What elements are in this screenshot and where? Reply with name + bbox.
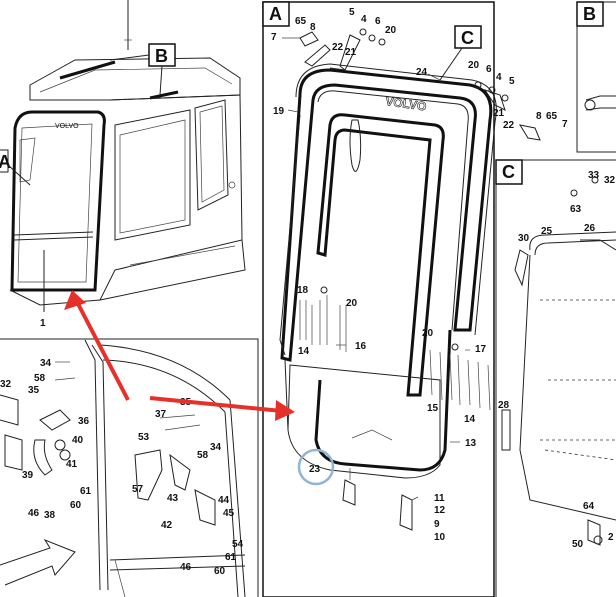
label-pa-20b: 20: [468, 60, 480, 71]
panel-c-tab: [495, 159, 523, 185]
label-bl-57: 57: [132, 484, 144, 495]
label-bl-58b: 58: [197, 450, 209, 461]
panel-a-letter: A: [269, 4, 282, 24]
label-bl-34b: 34: [210, 442, 222, 453]
label-pa-23: 23: [309, 464, 321, 475]
panel-c-letter: C: [502, 162, 515, 182]
label-pc-2: 2: [608, 532, 614, 543]
label-pa-13: 13: [465, 438, 477, 449]
label-bl-54: 54: [232, 539, 244, 550]
red-arrows: [64, 290, 295, 421]
label-bl-46a: 46: [28, 508, 40, 519]
label-bl-60a: 60: [70, 500, 82, 511]
label-bl-53: 53: [138, 432, 150, 443]
label-pa-20d: 20: [422, 328, 434, 339]
label-bl-45: 45: [223, 508, 235, 519]
label-bl-32: 32: [0, 379, 12, 390]
red-arrow-to-panel-a: [149, 396, 283, 413]
label-pa-21: 21: [345, 47, 357, 58]
panel-a-tab: [262, 1, 290, 27]
label-bl-39: 39: [22, 470, 34, 481]
label-pa-19: 19: [273, 106, 285, 117]
label-bl-58a: 58: [34, 373, 46, 384]
callout-a-partial: A: [0, 152, 11, 172]
label-bl-36: 36: [78, 416, 90, 427]
highlight-circle-23: [297, 448, 335, 486]
label-pc-26: 26: [584, 223, 596, 234]
label-pc-33: 33: [588, 170, 600, 181]
callout-box-c: [454, 25, 482, 49]
label-pa-14a: 14: [298, 346, 310, 357]
label-pa-5b: 5: [509, 76, 515, 87]
label-bl-40: 40: [72, 435, 84, 446]
red-arrowhead-cab: [64, 290, 86, 310]
label-pa-6b: 6: [486, 64, 492, 75]
label-pa-14b: 14: [464, 414, 476, 425]
label-pa-8b: 8: [536, 111, 542, 122]
label-pa-7: 7: [271, 32, 277, 43]
cab-overview: VOLVO B A 1: [0, 0, 246, 329]
label-pa-15: 15: [427, 403, 439, 414]
red-arrow-to-cab: [73, 297, 130, 401]
label-pc-50: 50: [572, 539, 584, 550]
label-pc-30: 30: [518, 233, 530, 244]
label-bl-61a: 61: [80, 486, 92, 497]
red-arrowhead-panel-a: [275, 400, 295, 421]
panel-b: B: [576, 1, 616, 153]
label-pa-4: 4: [361, 14, 367, 25]
label-pc-25: 25: [541, 226, 553, 237]
label-pc-32: 32: [604, 175, 616, 186]
lower-glass-23: [287, 364, 441, 479]
label-pa-6: 6: [375, 16, 381, 27]
panel-c: C 33 32 63 30 25 26 28 64 50 2: [495, 159, 616, 597]
label-pa-8: 8: [310, 22, 316, 33]
label-bl-42: 42: [161, 520, 173, 531]
label-pa-65: 65: [295, 16, 307, 27]
label-pa-22: 22: [332, 42, 344, 53]
callout-b-cab-label: B: [155, 46, 168, 66]
label-pa-24: 24: [416, 67, 428, 78]
panel-b-letter: B: [583, 4, 596, 24]
label-pc-64: 64: [583, 501, 595, 512]
label-pa-12: 12: [434, 505, 446, 516]
label-bl-61b: 61: [225, 552, 237, 563]
label-pa-18: 18: [297, 285, 309, 296]
panel-a-frame: [262, 1, 495, 597]
label-bl-46b: 46: [180, 562, 192, 573]
label-pc-28: 28: [498, 400, 510, 411]
label-bl-35a: 35: [28, 385, 40, 396]
panel-b-tab: [576, 1, 604, 27]
label-pa-11: 11: [434, 493, 445, 504]
label-pa-5: 5: [349, 7, 355, 18]
callout-c-label: C: [461, 28, 474, 48]
label-pa-17: 17: [475, 344, 487, 355]
label-bl-43: 43: [167, 493, 179, 504]
label-bl-37: 37: [155, 409, 167, 420]
label-pc-63: 63: [570, 204, 582, 215]
label-pa-4b: 4: [496, 72, 502, 83]
label-pa-21b: 21: [493, 108, 505, 119]
label-bl-60b: 60: [214, 566, 226, 577]
cab-volvo-logo: VOLVO: [55, 123, 79, 130]
label-pa-10: 10: [434, 532, 446, 543]
label-bl-41: 41: [66, 459, 78, 470]
label-pa-65b: 65: [546, 111, 558, 122]
label-pa-22b: 22: [503, 120, 515, 131]
label-bl-44: 44: [218, 495, 230, 506]
label-cab-1: 1: [40, 318, 46, 329]
label-bl-34: 34: [40, 358, 52, 369]
detail-bottom-left: 34 58 35 32 36 37 35 40 41 53 34 58 39 5…: [0, 338, 259, 597]
label-pa-20a: 20: [385, 25, 397, 36]
label-pa-20c: 20: [346, 298, 358, 309]
label-pa-7b: 7: [562, 119, 568, 130]
label-pa-16: 16: [355, 341, 367, 352]
panel-a-volvo-logo: VOLVO: [385, 94, 428, 114]
panel-a: A C VOLVO: [262, 1, 568, 597]
label-pa-9: 9: [434, 519, 440, 530]
label-bl-38: 38: [44, 510, 56, 521]
